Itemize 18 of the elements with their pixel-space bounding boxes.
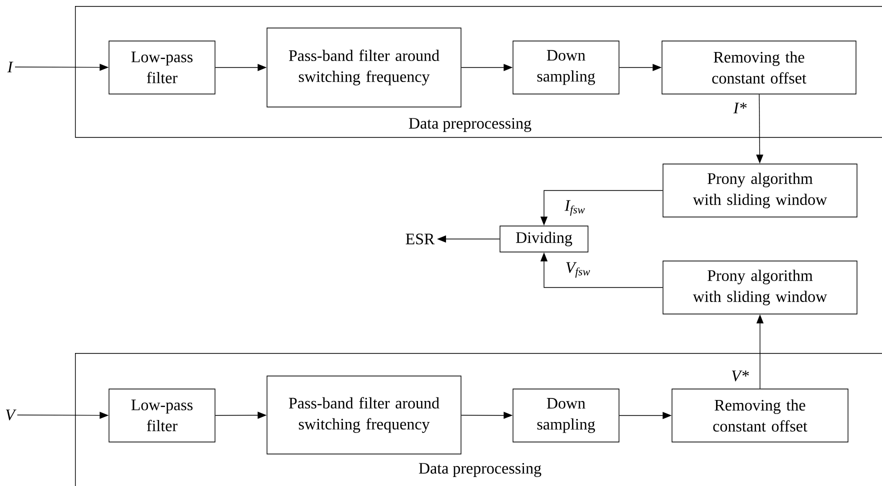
process-box: Down sampling — [512, 40, 620, 94]
process-box: Removing the constant offset — [662, 40, 856, 94]
process-box: Down sampling — [512, 388, 620, 442]
process-box: Removing the constant offset — [672, 388, 848, 442]
process-box: Pass-band filter around switching frequency — [266, 28, 462, 108]
process-box: Low-pass filter — [108, 388, 216, 442]
edge-label: I* — [733, 102, 747, 114]
process-box: Prony algorithm with sliding window — [662, 260, 858, 314]
process-box: Pass-band filter around switching frequency — [266, 376, 462, 454]
signal-label: V — [6, 410, 16, 420]
edge-label: V* — [732, 370, 749, 382]
signal-label: I — [7, 62, 14, 72]
process-box: Dividing — [500, 226, 588, 252]
process-box: Prony algorithm with sliding window — [662, 164, 858, 218]
edge-label: V$_{fsw}$ — [566, 262, 590, 278]
signal-label: ESR — [406, 234, 435, 244]
edge-label: I$_{fsw}$ — [564, 200, 585, 216]
process-box: Low-pass filter — [108, 40, 216, 94]
